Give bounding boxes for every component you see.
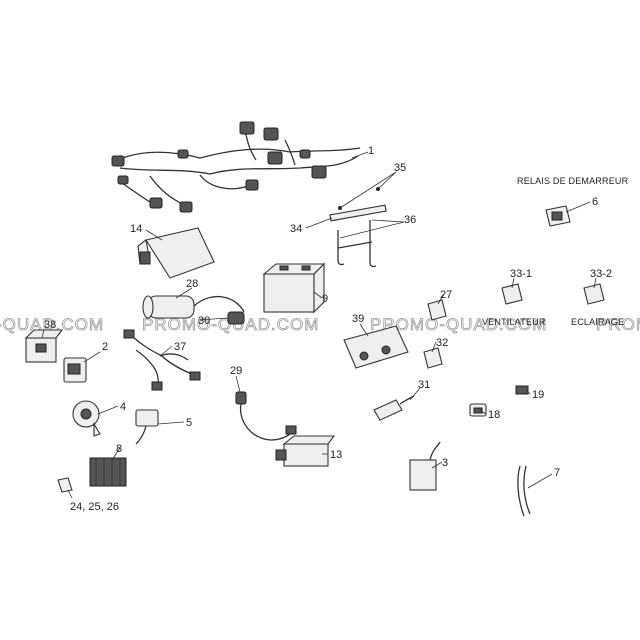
label-part-35: 35	[394, 162, 406, 174]
label-part-2: 2	[102, 341, 108, 353]
label-part-1: 1	[368, 145, 374, 157]
label-part-38: 38	[44, 319, 56, 331]
caption-eclairage: ECLAIRAGE	[571, 317, 624, 327]
part-8-regulator	[89, 457, 127, 487]
part-5-switch	[135, 409, 159, 445]
part-14-cdi-unit	[137, 227, 215, 279]
label-part-4: 4	[120, 401, 126, 413]
part-19-clip	[515, 385, 529, 395]
leader-lines	[41, 151, 597, 499]
label-part-24-25-26: 24, 25, 26	[70, 501, 119, 513]
watermark-text-right: PROMO-QUAD.COM	[370, 315, 547, 334]
part-34-battery-strap	[329, 204, 387, 222]
part-3-rectifier	[409, 441, 441, 491]
label-part-5: 5	[186, 417, 192, 429]
caption-ventilateur: VENTILATEUR	[482, 317, 546, 327]
label-part-33-1: 33-1	[510, 268, 532, 280]
part-6-starter-relay	[545, 205, 571, 227]
label-part-3: 3	[442, 457, 448, 469]
part-35-bolts	[338, 187, 380, 210]
part-28-ignition-coil	[142, 295, 245, 319]
part-36-hook-rods	[337, 220, 377, 268]
part-39-fuse-box	[343, 325, 409, 369]
label-part-13: 13	[330, 449, 342, 461]
label-part-37: 37	[174, 341, 186, 353]
caption-relais-de-demarreur: RELAIS DE DEMARREUR	[517, 176, 629, 186]
label-part-18: 18	[488, 409, 500, 421]
watermark-text-edge: PROMO	[596, 315, 640, 334]
label-part-14: 14	[130, 223, 142, 235]
label-part-29: 29	[230, 365, 242, 377]
part-24-25-26-fasteners	[57, 477, 73, 493]
part-37-sub-harness	[123, 329, 201, 391]
label-part-31: 31	[418, 379, 430, 391]
label-part-30: 30	[198, 315, 210, 327]
label-part-32: 32	[436, 337, 448, 349]
label-part-6: 6	[592, 196, 598, 208]
part-32-relay	[423, 347, 443, 369]
part-13-solenoid	[275, 435, 336, 467]
watermark-text-left: -QUAD.COM	[0, 315, 104, 334]
part-31-sensor	[373, 395, 415, 421]
label-part-27: 27	[440, 289, 452, 301]
label-part-8: 8	[116, 443, 122, 455]
part-7-cable	[517, 465, 531, 517]
label-part-28: 28	[186, 278, 198, 290]
part-9-battery	[262, 262, 326, 314]
part-29-sensor	[235, 391, 297, 441]
part-18-connector	[469, 403, 487, 417]
label-part-19: 19	[532, 389, 544, 401]
part-1-wiring-harness	[111, 121, 361, 213]
captions: RELAIS DE DEMARREUR VENTILATEUR ECLAIRAG…	[482, 176, 629, 327]
watermark-text-center: PROMO-QUAD.COM	[142, 315, 319, 334]
label-part-34: 34	[290, 223, 302, 235]
label-part-33-2: 33-2	[590, 268, 612, 280]
label-part-9: 9	[322, 293, 328, 305]
part-38-relay-block	[24, 329, 64, 363]
part-2-relay	[63, 357, 87, 383]
label-part-7: 7	[554, 467, 560, 479]
part-4-horn	[72, 400, 101, 437]
watermark: -QUAD.COM PROMO-QUAD.COM PROMO-QUAD.COM …	[0, 315, 640, 335]
part-labels: 1 35 34 36 14 28 30 9 38 2 37 4 5 8 24, …	[44, 145, 612, 513]
label-part-39: 39	[352, 313, 364, 325]
part-27-relay	[427, 299, 447, 321]
part-30-plug-cap	[227, 311, 245, 325]
label-part-36: 36	[404, 214, 416, 226]
